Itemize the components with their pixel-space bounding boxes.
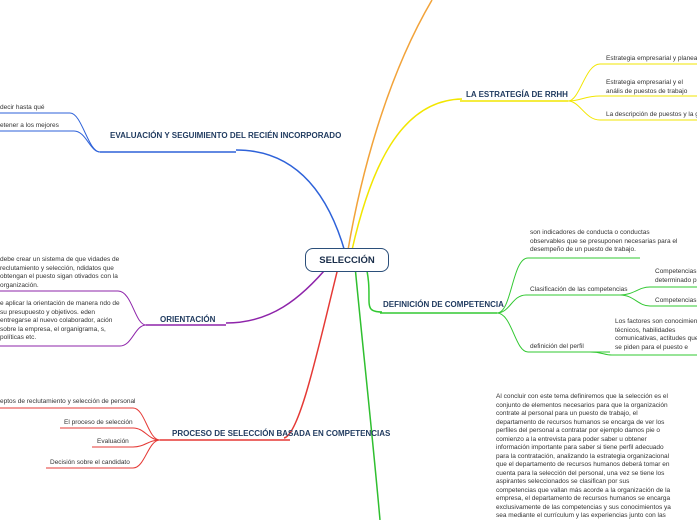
proceso-item-2[interactable]: El proceso de selección bbox=[64, 419, 133, 426]
estrategia-item-1[interactable]: Estrategia empresarial y planear bbox=[606, 55, 697, 62]
connector-clas-1 bbox=[619, 286, 697, 296]
clasificacion-item-2[interactable]: Competencias bbox=[655, 297, 697, 304]
connector-orientacion-2 bbox=[0, 324, 147, 347]
center-node[interactable]: SELECCIÓN bbox=[305, 248, 389, 272]
connector-proceso bbox=[283, 267, 339, 439]
proceso-item-1[interactable]: eptos de reclutamiento y selección de pe… bbox=[0, 398, 136, 405]
definicion-clasificacion[interactable]: Clasificación de las competencias bbox=[530, 286, 628, 293]
connector-estrategia-sub bbox=[567, 63, 697, 102]
evaluacion-item-1[interactable]: decir hasta qué bbox=[0, 104, 45, 111]
connector-top bbox=[347, 0, 433, 251]
orientacion-text-1[interactable]: debe crear un sistema de que vidades de … bbox=[0, 256, 120, 289]
connector-evaluacion-2 bbox=[0, 130, 101, 153]
topic-evaluacion[interactable]: EVALUACIÓN Y SEGUIMIENTO DEL RECIÉN INCO… bbox=[110, 131, 342, 140]
topic-proceso[interactable]: PROCESO DE SELECCIÓN BASADA EN COMPETENC… bbox=[172, 429, 391, 438]
connector-perfil-text bbox=[589, 351, 697, 356]
connector-proceso-3 bbox=[92, 439, 161, 448]
estrategia-item-2[interactable]: Estrategia empresarial y el anális de pu… bbox=[606, 79, 688, 95]
connector-proceso-2 bbox=[60, 427, 161, 441]
evaluacion-item-2[interactable]: etener a los mejores bbox=[0, 122, 59, 129]
connector-proceso-4 bbox=[46, 439, 161, 469]
clasificacion-item-1[interactable]: Competencias determinado p bbox=[655, 268, 697, 284]
perfil-text[interactable]: Los factores son conocimien técnicos, ha… bbox=[615, 318, 697, 351]
estrategia-item-3[interactable]: La descripción de puestos y la ge bbox=[606, 111, 697, 118]
connector-definicion-intro bbox=[496, 257, 640, 314]
proceso-item-3[interactable]: Evaluación bbox=[97, 438, 129, 445]
connector-estrategia-sub2 bbox=[567, 95, 697, 102]
definicion-perfil[interactable]: definición del perfil bbox=[530, 343, 584, 350]
definicion-intro[interactable]: son indicadores de conducta o conductas … bbox=[530, 229, 678, 253]
center-label: SELECCIÓN bbox=[319, 254, 375, 266]
connector-estrategia bbox=[351, 98, 463, 251]
orientacion-text-2[interactable]: e aplicar la orientación de manera ndo d… bbox=[0, 300, 120, 341]
topic-estrategia[interactable]: LA ESTRATEGÍA DE RRHH bbox=[466, 90, 568, 99]
proceso-item-4[interactable]: Decisión sobre el candidato bbox=[50, 459, 130, 466]
connector-clas-2 bbox=[619, 294, 697, 307]
connector-orientacion bbox=[225, 263, 331, 324]
connector-evaluacion bbox=[235, 149, 346, 253]
connector-orientacion-1 bbox=[0, 290, 147, 326]
connector-evaluacion-1 bbox=[0, 112, 101, 153]
connector-conclusion bbox=[354, 265, 381, 520]
connector-proceso-1 bbox=[0, 407, 161, 441]
topic-definicion[interactable]: DEFINICIÓN DE COMPETENCIA bbox=[383, 300, 504, 309]
connector-definicion-clas bbox=[496, 294, 620, 314]
topic-orientacion[interactable]: ORIENTACIÓN bbox=[160, 315, 216, 324]
connector-definicion-perfil bbox=[496, 312, 610, 353]
connector-estrategia-sub3 bbox=[567, 100, 697, 121]
conclusion-text[interactable]: Al concluir con este tema definiremos qu… bbox=[496, 393, 671, 519]
